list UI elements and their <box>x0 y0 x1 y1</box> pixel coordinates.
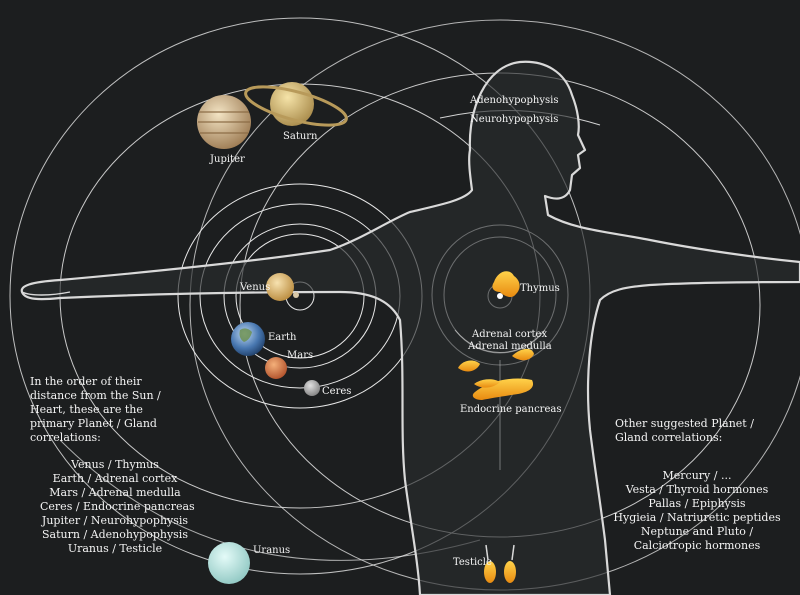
primary-item: Uranus / Testicle <box>67 542 163 555</box>
mars-planet <box>265 357 287 379</box>
orbit-uranus-arc <box>59 439 481 561</box>
mercury-planet <box>293 292 299 298</box>
jupiter-bands <box>198 111 250 134</box>
label-adrenal-cortex: Adrenal cortex <box>472 329 548 340</box>
earth-continents <box>239 328 252 342</box>
glands <box>458 271 534 583</box>
planets <box>197 82 503 584</box>
primary-item: Saturn / Adenohypophysis <box>42 528 188 541</box>
other-item: Mercury / ... <box>662 469 732 482</box>
testicle-left <box>484 561 496 583</box>
adrenal-gland-left <box>458 360 480 372</box>
testicle-right <box>504 561 516 583</box>
label-mars: Mars <box>287 350 314 361</box>
pancreas-gland-2 <box>474 379 500 388</box>
other-item: Calciotropic hormones <box>633 539 761 552</box>
ribcage-line <box>454 329 546 353</box>
primary-item: Ceres / Endocrine pancreas <box>40 500 195 513</box>
hand-left <box>21 291 71 296</box>
label-uranus: Uranus <box>253 545 291 556</box>
label-saturn: Saturn <box>283 131 318 142</box>
label-venus: Venus <box>240 282 271 293</box>
label-endocrine-pancreas: Endocrine pancreas <box>460 404 562 415</box>
other-item: Pallas / Epiphysis <box>648 497 746 510</box>
primary-item: Venus / Thymus <box>71 458 159 471</box>
other-item: Hygieia / Natriuretic peptides <box>613 511 781 524</box>
saturn-ring <box>244 85 348 127</box>
pancreas-gland <box>472 378 534 400</box>
primary-item: Earth / Adrenal cortex <box>52 472 178 485</box>
label-ceres: Ceres <box>322 386 352 397</box>
thymus-gland <box>492 271 520 298</box>
label-testicle: Testicle <box>453 557 492 568</box>
label-jupiter: Jupiter <box>210 154 245 165</box>
testicle-ducts <box>485 544 515 561</box>
venus-planet <box>266 273 294 301</box>
other-item: Neptune and Pluto / <box>640 525 754 538</box>
primary-item: Jupiter / Neurohypophysis <box>41 514 189 527</box>
other-list: Mercury / ... Vesta / Thyroid hormones P… <box>612 469 782 553</box>
other-item: Vesta / Thyroid hormones <box>625 483 769 496</box>
uranus-planet <box>208 542 250 584</box>
primary-list: Venus / Thymus Earth / Adrenal cortex Ma… <box>40 458 195 556</box>
label-earth: Earth <box>268 332 297 343</box>
primary-intro: In the order of their distance from the … <box>30 375 161 444</box>
label-adenohypophysis: Adenohypophysis <box>470 95 559 106</box>
primary-item: Mars / Adrenal medulla <box>49 486 181 499</box>
heart-sun-point <box>497 293 503 299</box>
label-neurohypophysis: Neurohypophysis <box>470 114 559 125</box>
orbit-venus <box>235 233 365 359</box>
adrenal-gland-right <box>512 348 534 361</box>
label-adrenal-medulla: Adrenal medulla <box>468 341 552 352</box>
human-figure <box>20 60 800 595</box>
other-intro: Other suggested Planet / Gland correlati… <box>615 417 754 444</box>
body-silhouette <box>20 60 800 595</box>
label-thymus: Thymus <box>520 283 560 294</box>
ceres-planet <box>304 380 320 396</box>
